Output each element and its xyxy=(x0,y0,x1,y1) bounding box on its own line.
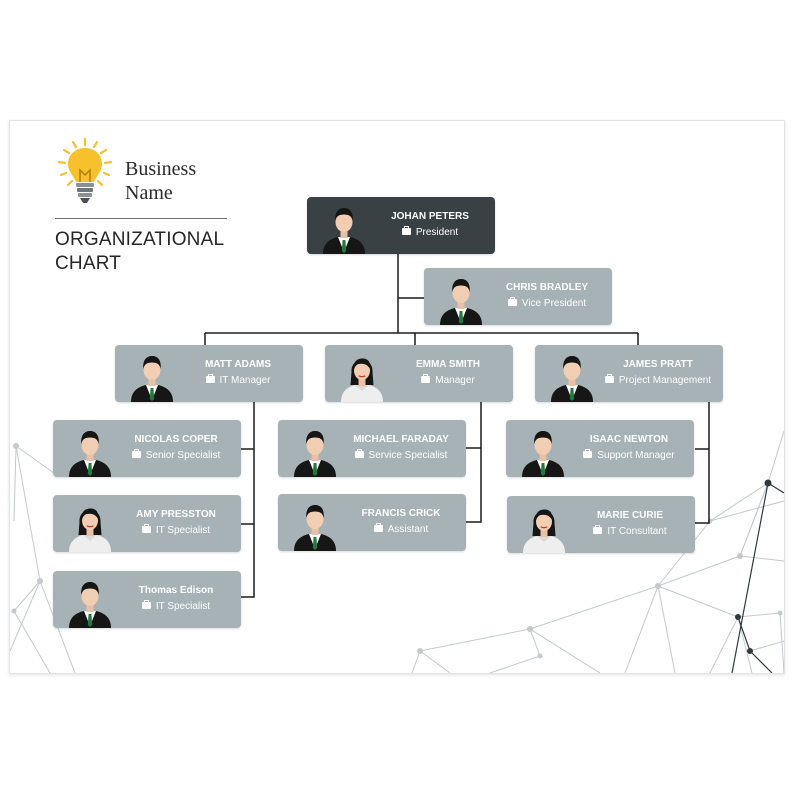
business-name-line2: Name xyxy=(125,182,173,204)
briefcase-icon xyxy=(604,374,614,383)
briefcase-icon xyxy=(421,374,431,383)
card-amy-presston[interactable]: AMY PRESSTON IT Specialist xyxy=(53,495,241,552)
org-chart-sheet: Business Name ORGANIZATIONAL CHART JOHAN… xyxy=(9,120,785,674)
briefcase-icon xyxy=(507,297,517,306)
man-avatar-icon xyxy=(549,350,595,402)
man-avatar-icon xyxy=(292,499,338,551)
briefcase-icon xyxy=(205,374,215,383)
page-title-line1: ORGANIZATIONAL xyxy=(55,229,225,250)
person-role: Senior Specialist xyxy=(145,450,221,461)
person-role: President xyxy=(415,227,459,238)
card-chris-bradley[interactable]: CHRIS BRADLEY Vice President xyxy=(424,268,612,325)
person-role: Vice President xyxy=(521,298,587,309)
briefcase-icon xyxy=(401,226,411,235)
person-name: Thomas Edison xyxy=(138,585,214,596)
card-francis-crick[interactable]: FRANCIS CRICK Assistant xyxy=(278,494,466,551)
card-nicolas-coper[interactable]: NICOLAS COPER Senior Specialist xyxy=(53,420,241,477)
person-name: MARIE CURIE xyxy=(596,510,664,521)
card-emma-smith[interactable]: EMMA SMITH Manager xyxy=(325,345,513,402)
briefcase-icon xyxy=(583,449,593,458)
person-name: MATT ADAMS xyxy=(204,359,272,370)
person-name: MICHAEL FARADAY xyxy=(353,434,449,445)
card-johan-peters[interactable]: JOHAN PETERS President xyxy=(307,197,495,254)
person-name: CHRIS BRADLEY xyxy=(505,282,589,293)
person-role: Service Specialist xyxy=(368,450,448,461)
man-avatar-icon xyxy=(67,425,113,477)
person-name: JAMES PRATT xyxy=(623,359,693,370)
man-avatar-icon xyxy=(292,425,338,477)
page-title-line2: CHART xyxy=(55,253,122,274)
briefcase-icon xyxy=(131,449,141,458)
person-name: AMY PRESSTON xyxy=(136,509,216,520)
briefcase-icon xyxy=(141,524,151,533)
woman-avatar-icon xyxy=(521,501,567,553)
card-michael-faraday[interactable]: MICHAEL FARADAY Service Specialist xyxy=(278,420,466,477)
title-divider xyxy=(55,218,227,219)
woman-avatar-icon xyxy=(67,500,113,552)
person-name: NICOLAS COPER xyxy=(134,434,218,445)
person-role: IT Specialist xyxy=(155,525,211,536)
person-role: IT Manager xyxy=(219,375,271,386)
person-name: ISAAC NEWTON xyxy=(589,434,669,445)
person-role: Support Manager xyxy=(597,450,675,461)
person-name: FRANCIS CRICK xyxy=(361,508,441,519)
man-avatar-icon xyxy=(67,576,113,628)
person-role: Project Management xyxy=(618,375,712,386)
card-matt-adams[interactable]: MATT ADAMS IT Manager xyxy=(115,345,303,402)
woman-avatar-icon xyxy=(339,350,385,402)
business-name-line1: Business xyxy=(125,158,197,180)
briefcase-icon xyxy=(593,525,603,534)
connector-lines xyxy=(204,254,710,598)
man-avatar-icon xyxy=(520,425,566,477)
card-isaac-newton[interactable]: ISAAC NEWTON Support Manager xyxy=(506,420,694,477)
briefcase-icon xyxy=(373,523,383,532)
briefcase-icon xyxy=(141,600,151,609)
card-james-pratt[interactable]: JAMES PRATT Project Management xyxy=(535,345,723,402)
person-name: EMMA SMITH xyxy=(415,359,481,370)
card-marie-curie[interactable]: MARIE CURIE IT Consultant xyxy=(507,496,695,553)
card-thomas-edison[interactable]: Thomas Edison IT Specialist xyxy=(53,571,241,628)
person-role: IT Specialist xyxy=(155,601,211,612)
person-role: Manager xyxy=(435,375,475,386)
man-avatar-icon xyxy=(129,350,175,402)
network-decoration xyxy=(10,430,784,673)
man-avatar-icon xyxy=(438,273,484,325)
person-name: JOHAN PETERS xyxy=(391,211,469,222)
person-role: Assistant xyxy=(387,524,429,535)
man-avatar-icon xyxy=(321,202,367,254)
page-title: ORGANIZATIONAL CHART xyxy=(55,228,255,276)
person-role: IT Consultant xyxy=(607,526,667,537)
briefcase-icon xyxy=(354,449,364,458)
business-name: Business Name xyxy=(125,157,245,205)
lightbulb-icon xyxy=(57,137,113,203)
